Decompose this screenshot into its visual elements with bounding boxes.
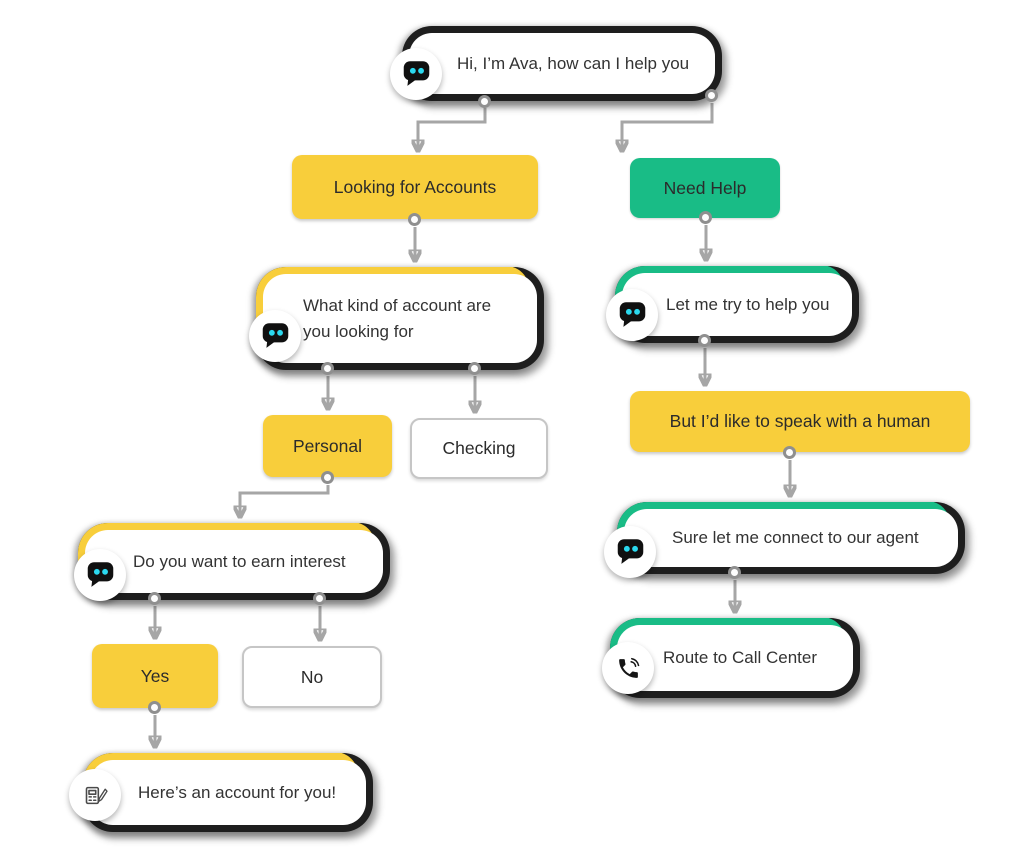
document-pencil-icon bbox=[69, 769, 121, 821]
node-label: Here’s an account for you! bbox=[138, 782, 337, 802]
bubble-frame: Sure let me connect to our agent bbox=[617, 502, 965, 574]
phone-icon bbox=[602, 642, 654, 694]
node-label: No bbox=[300, 666, 324, 687]
node-speak-with-human[interactable]: But I’d like to speak with a human bbox=[630, 391, 970, 452]
node-personal[interactable]: Personal bbox=[263, 415, 392, 477]
node-account-result[interactable]: Here’s an account for you! bbox=[69, 753, 373, 832]
node-looking-for-accounts[interactable]: Looking for Accounts bbox=[292, 155, 538, 219]
node-label: Sure let me connect to our agent bbox=[672, 528, 919, 548]
port-human-bottom[interactable] bbox=[783, 446, 796, 459]
port-looking-bottom[interactable] bbox=[408, 213, 421, 226]
node-checking[interactable]: Checking bbox=[410, 418, 548, 479]
node-label: Hi, I’m Ava, how can I help you bbox=[457, 53, 690, 73]
bubble-frame: Hi, I’m Ava, how can I help you bbox=[402, 26, 722, 101]
node-no[interactable]: No bbox=[242, 646, 382, 708]
node-label: Let me try to help you bbox=[666, 294, 830, 314]
node-label: What kind of account are you looking for bbox=[303, 296, 492, 341]
bot-icon bbox=[249, 310, 301, 362]
node-label: Do you want to earn interest bbox=[133, 551, 346, 571]
bot-icon bbox=[606, 289, 658, 341]
node-label: Need Help bbox=[663, 177, 747, 198]
bubble-frame: Do you want to earn interest bbox=[78, 523, 390, 600]
edge-greeting-needhelp bbox=[622, 103, 714, 151]
bot-icon bbox=[604, 526, 656, 578]
port-help-intro-bottom[interactable] bbox=[698, 334, 711, 347]
node-need-help[interactable]: Need Help bbox=[630, 158, 780, 218]
node-greeting[interactable]: Hi, I’m Ava, how can I help you bbox=[390, 26, 722, 101]
port-greeting-bottom[interactable] bbox=[478, 95, 491, 108]
bot-icon bbox=[74, 549, 126, 601]
port-connect-bottom[interactable] bbox=[728, 566, 741, 579]
edge-greeting-looking bbox=[418, 108, 487, 151]
bot-icon bbox=[390, 48, 442, 100]
port-personal-bottom[interactable] bbox=[321, 471, 334, 484]
node-label: Yes bbox=[140, 665, 170, 686]
node-label: But I’d like to speak with a human bbox=[669, 411, 931, 431]
node-yes[interactable]: Yes bbox=[92, 644, 218, 708]
node-account-kind-question[interactable]: What kind of account are you looking for bbox=[249, 267, 544, 370]
node-route-call-center[interactable]: Route to Call Center bbox=[602, 618, 860, 698]
node-earn-interest-question[interactable]: Do you want to earn interest bbox=[74, 523, 390, 601]
node-label: Route to Call Center bbox=[663, 648, 818, 668]
port-question-right[interactable] bbox=[468, 362, 481, 375]
bubble-frame: Let me try to help you bbox=[615, 266, 859, 343]
port-yes-bottom[interactable] bbox=[148, 701, 161, 714]
node-label: Looking for Accounts bbox=[333, 176, 497, 197]
node-label: Checking bbox=[442, 438, 516, 458]
node-label: Personal bbox=[292, 435, 363, 456]
port-interest-left[interactable] bbox=[148, 592, 161, 605]
port-greeting-right[interactable] bbox=[705, 89, 718, 102]
node-help-intro[interactable]: Let me try to help you bbox=[606, 266, 859, 343]
bubble-frame: What kind of account are you looking for bbox=[256, 267, 544, 370]
edge-personal-interest bbox=[240, 485, 330, 517]
port-interest-right[interactable] bbox=[313, 592, 326, 605]
port-need-help-bottom[interactable] bbox=[699, 211, 712, 224]
bubble-frame: Here’s an account for you! bbox=[83, 753, 373, 832]
node-connect-agent[interactable]: Sure let me connect to our agent bbox=[604, 502, 965, 578]
port-question-left[interactable] bbox=[321, 362, 334, 375]
